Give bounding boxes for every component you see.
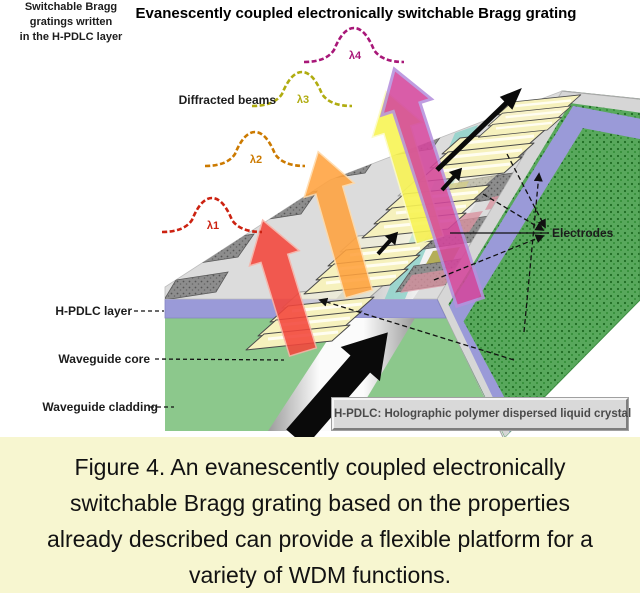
leader-lines [134,153,549,408]
grating-stack [477,94,582,138]
figure-caption: Figure 4. An evanescently coupled electr… [0,437,640,593]
red-beam-arrow [248,218,318,358]
waveguide-core-leader [154,358,285,361]
diffracted-beam-arrows [248,66,486,358]
lambda1-label: λ1 [207,220,219,232]
bragg-grating-diagram: λ1 λ2 λ3 λ4 [134,26,640,437]
caption-line: Figure 4. An evanescently coupled electr… [74,454,566,480]
figure-title: Evanescently coupled electronically swit… [135,5,577,22]
magenta-beam-arrow [379,66,486,309]
switchable-gratings-line: in the H-PDLC layer [19,31,123,43]
waveguide-core-label: Waveguide core [58,352,150,366]
side-top-edge-band [437,91,640,437]
grating-leader [318,297,515,361]
waveguide-cladding-label: Waveguide cladding [42,400,158,414]
pink-field-patch [400,268,456,293]
slab-side-face [436,90,640,437]
lambda2-label: λ2 [250,154,262,166]
electrodes-label: Electrodes [552,226,614,240]
caption-line: switchable Bragg grating based on the pr… [70,490,570,516]
caption-line: variety of WDM functions. [188,562,452,588]
output-arrow [435,88,522,172]
electrode-pad [165,271,229,299]
grating-stack [417,128,547,183]
switchable-gratings-line: Switchable Bragg [24,1,118,13]
guided-wave-arrow [440,167,463,192]
propagation-arrows [286,88,522,437]
diffracted-beams-label: Diffracted beams [178,93,276,107]
lambda1-curve: λ1 [161,196,263,234]
lambda4-label: λ4 [349,50,362,62]
input-arrow [286,332,388,437]
lambda3-curve: λ3 [251,70,353,108]
guided-wave-arrow [376,231,399,256]
grating-leader [523,172,543,333]
switchable-gratings-label: Switchable Bragg gratings written in the… [0,0,142,45]
lambda4-curve: λ4 [303,26,405,64]
electrode-leader [482,193,545,231]
hpdlc-definition-box: H-PDLC: Holographic polymer dispersed li… [331,397,631,431]
caption-line: already described can provide a flexible… [47,526,593,552]
electrode-leader [506,153,546,229]
lambda3-label: λ3 [297,94,309,106]
spectral-curves: λ1 λ2 λ3 λ4 [161,26,405,234]
orange-beam-arrow [303,150,374,299]
lambda2-curve: λ2 [204,130,306,168]
electrode-leader [433,234,545,281]
hpdlc-layer-label: H-PDLC layer [55,304,132,318]
switchable-gratings-line: gratings written [29,16,113,28]
